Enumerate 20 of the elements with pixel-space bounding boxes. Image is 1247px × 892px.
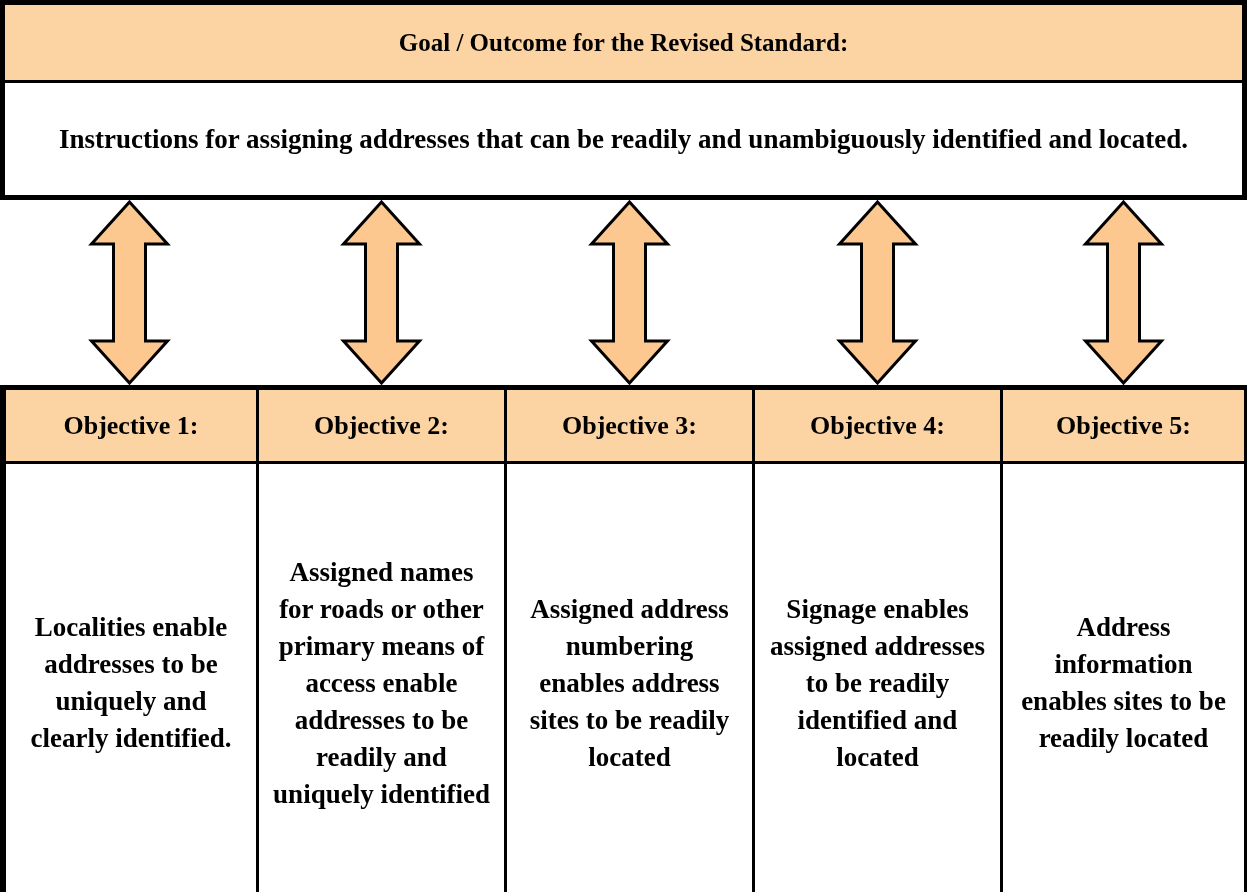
objective-column	[1000, 385, 1247, 892]
goal-text: Instructions for assigning addresses that can be readily and unambiguously identified and located.	[59, 123, 1188, 156]
objective-text: Assigned address numbering enables address sites to be readily located	[528, 592, 731, 774]
objective-heading: Objective 1:	[63, 410, 199, 441]
objective-text: Signage enables assigned addresses to be readily identified and located	[769, 592, 986, 774]
double-headed-arrow	[1082, 199, 1165, 386]
objective-heading: Objective 2:	[314, 410, 449, 441]
objective-text: Assigned names for roads or other primary means of access enable addresses to be readily and uniquely identified	[273, 555, 490, 811]
goal-heading: Goal / Outcome for the Revised Standard:	[398, 28, 849, 57]
objective-text: Address information enables sites to be readily located	[1020, 611, 1227, 755]
goal-box	[0, 0, 1247, 200]
double-headed-arrow	[836, 199, 919, 386]
double-headed-arrow	[588, 199, 671, 386]
objective-text: Localities enable addresses to be uniquely and clearly identified.	[29, 611, 233, 755]
objective-heading: Objective 5:	[1056, 410, 1191, 441]
double-headed-arrow	[340, 199, 423, 386]
double-headed-arrow	[88, 199, 171, 386]
objective-column	[0, 385, 259, 892]
objective-heading: Objective 4:	[810, 410, 945, 441]
objective-heading: Objective 3:	[562, 410, 697, 441]
